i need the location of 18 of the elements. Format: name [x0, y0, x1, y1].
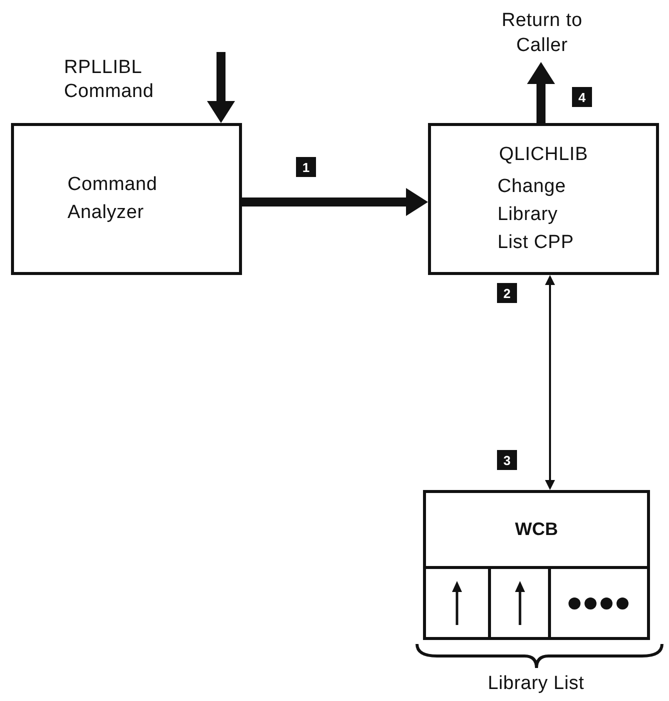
text-label: RPLLIBL Command	[64, 56, 155, 104]
process-box	[428, 123, 659, 275]
arrow	[207, 52, 235, 123]
arrow	[242, 188, 428, 216]
table-box	[423, 490, 650, 640]
box-title: QLICHLIB	[498, 143, 589, 167]
box-text: Command Analyzer	[68, 173, 158, 225]
box-text: Change Library List CPP	[498, 175, 575, 255]
table-header: WCB	[515, 519, 558, 540]
arrow	[527, 62, 555, 123]
callout-number: 1	[296, 157, 316, 177]
process-box	[11, 123, 242, 275]
callout-number: 2	[497, 283, 517, 303]
arrow	[545, 275, 555, 490]
text-label: Return to Caller	[482, 8, 602, 62]
text-label: Library List	[486, 672, 586, 696]
callout-number: 3	[497, 450, 517, 470]
callout-number: 4	[572, 87, 592, 107]
